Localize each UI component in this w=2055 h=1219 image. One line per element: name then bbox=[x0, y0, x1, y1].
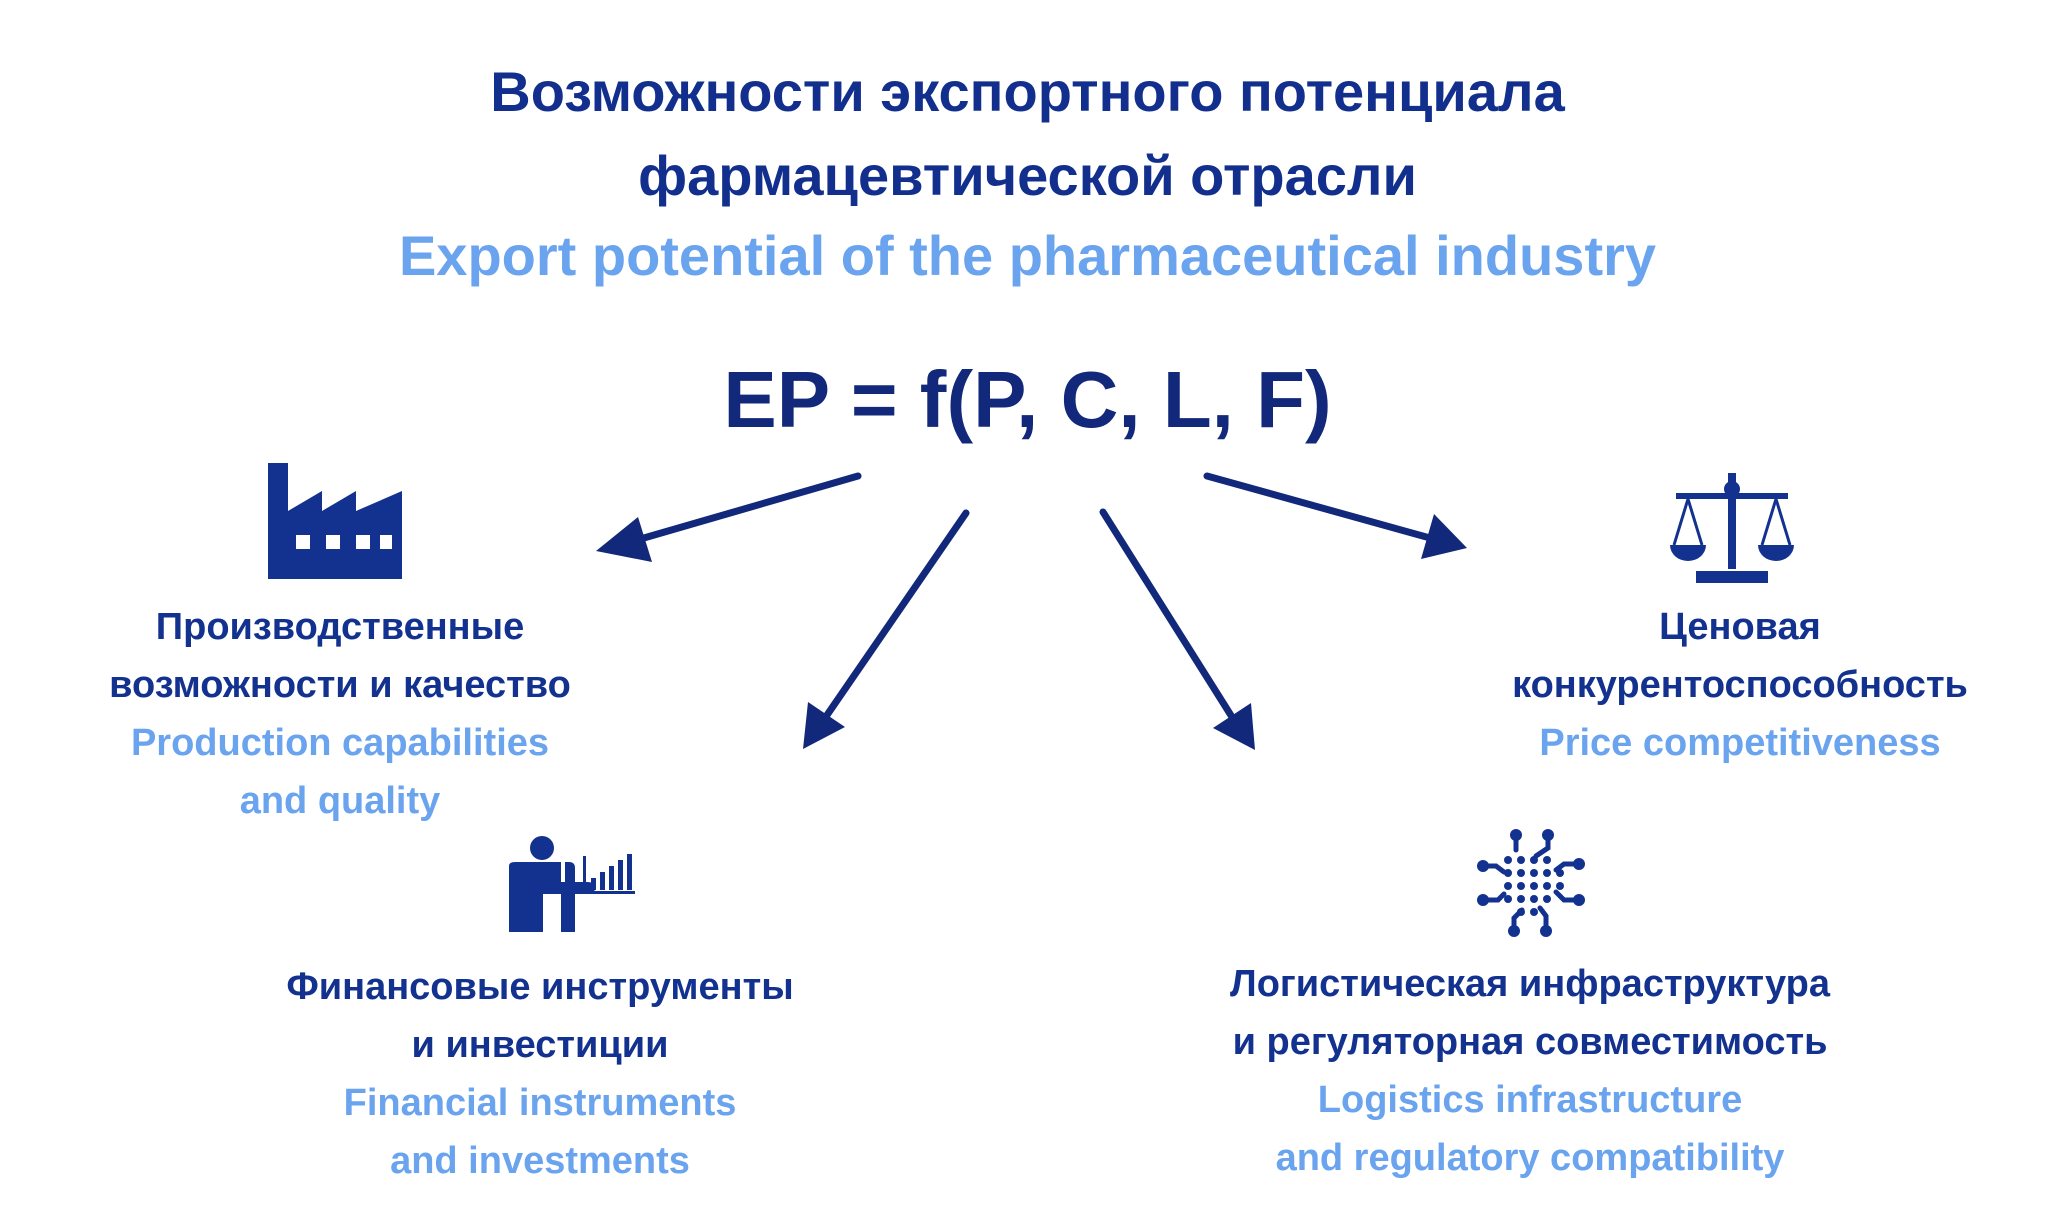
factory-icon bbox=[268, 463, 402, 579]
presenter-chart-icon bbox=[509, 836, 635, 932]
title-ru-line2: фармацевтической отрасли bbox=[638, 144, 1417, 207]
price-en-line1: Price competitiveness bbox=[1539, 722, 1941, 764]
finance-ru-line2: и инвестиции bbox=[411, 1024, 669, 1066]
price-ru-line1: Ценовая bbox=[1659, 606, 1821, 648]
price-ru-line2: конкурентоспособность bbox=[1512, 664, 1968, 706]
arrow-to-price bbox=[1203, 472, 1467, 559]
production-ru-line2: возможности и качество bbox=[109, 664, 571, 706]
logistics-ru-line2: и регуляторная совместимость bbox=[1232, 1021, 1828, 1063]
arrow-to-finance bbox=[803, 509, 970, 749]
production-en-line2: and quality bbox=[239, 780, 441, 822]
arrow-to-logistics bbox=[1099, 508, 1255, 750]
scales-icon bbox=[1670, 473, 1794, 583]
factor-logistics: Логистическая инфраструктура и регулятор… bbox=[1170, 955, 1890, 1187]
finance-en-line2: and investments bbox=[390, 1140, 690, 1182]
formula: EP = f(P, C, L, F) bbox=[723, 355, 1332, 444]
factor-price: Ценовая конкурентоспособность Price comp… bbox=[1430, 598, 2050, 772]
finance-en-line1: Financial instruments bbox=[343, 1082, 737, 1124]
logistics-ru-line1: Логистическая инфраструктура bbox=[1230, 963, 1830, 1005]
network-chip-icon bbox=[1477, 829, 1585, 937]
title-en: Export potential of the pharmaceutical i… bbox=[398, 224, 1657, 287]
factor-finance: Финансовые инструменты и инвестиции Fina… bbox=[220, 958, 860, 1190]
factor-production: Производственные возможности и качество … bbox=[30, 598, 650, 830]
production-en-line1: Production capabilities bbox=[130, 722, 550, 764]
logistics-en-line2: and regulatory compatibility bbox=[1275, 1137, 1785, 1179]
logistics-en-line1: Logistics infrastructure bbox=[1317, 1079, 1743, 1121]
title-ru-line1: Возможности экспортного потенциала bbox=[490, 60, 1565, 123]
production-ru-line1: Производственные bbox=[155, 606, 525, 648]
arrow-to-production bbox=[596, 472, 862, 562]
finance-ru-line1: Финансовые инструменты bbox=[286, 966, 794, 1008]
